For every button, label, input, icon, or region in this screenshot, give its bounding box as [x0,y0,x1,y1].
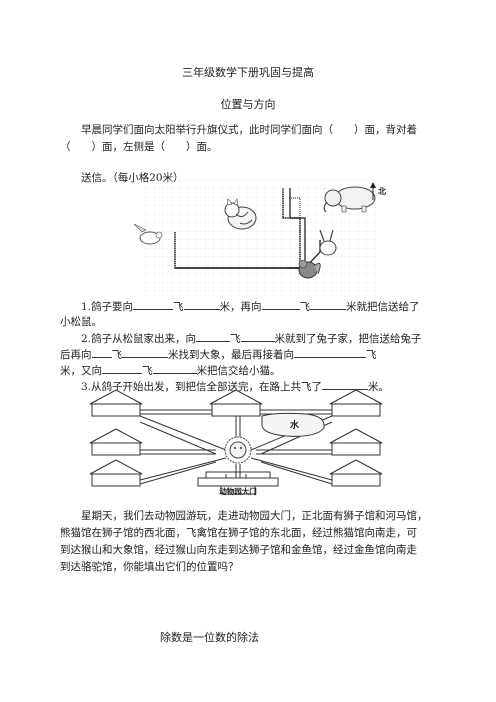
question-2-line-2: 后再向飞米找到大象，最后再接着向飞 [60,346,440,364]
intro-line-1: 早晨同学们面向太阳举行升旗仪式，此时同学们面向（ ）面，背对着 [81,124,417,136]
north-label: 北 [378,186,386,196]
question-2-line-1: 2.鸽子从松鼠家出来，向飞米就到了兔子家，把信送给兔子 [60,330,440,348]
rabbit-icon [319,229,337,256]
zoo-paragraph-line-2: 熊猫馆在狮子馆的西北面，飞禽馆在狮子馆的东北面，经过熊猫馆向南走，可 [60,527,417,539]
intro-line-2: （ ）面，左侧是（ ）面。 [60,141,218,153]
question-3-line: 3.从鸽子开始出发，到把信全部送完，在路上共飞了米。 [60,378,440,396]
section-heading-division: 除数是一位数的除法 [160,631,259,644]
north-arrow-icon [370,182,376,200]
letter-grid-map: 北 [133,180,386,298]
zoo-house-mid-right [329,428,383,456]
zoo-paragraph-line-3: 到达猴山和大象馆，经过猴山向东走到达狮子馆和金鱼馆，经过金鱼馆向南走 [60,544,417,556]
zoo-paragraph-line-4: 到达骆驼馆，你能填出它们的位置吗？ [60,561,239,573]
zoo-house-top-left [89,389,143,417]
zoo-house-top-right [329,389,383,417]
question-1-line-2: 小松鼠。 [60,316,102,328]
zoo-house-bottom-right [329,459,383,487]
zoo-gate-icon [197,471,279,495]
water-label: 水 [290,419,300,431]
pigeon-icon [133,223,163,245]
water-pond [261,412,325,437]
question-2-line-3: 米，又向飞米把信交给小猫。 [60,362,440,380]
question-1-line-1: 1.鸽子要向飞米，再向飞米就把信送给了 [60,298,440,316]
zoo-map: 水 动物园大门 [89,389,383,496]
lion-icon [224,436,252,464]
elephant-icon [323,186,376,213]
zoo-house-bottom-left [89,459,143,487]
squirrel-icon [298,259,321,279]
zoo-gate-label: 动物园大门 [219,486,257,496]
page-title: 三年级数学下册巩固与提高 [182,66,314,79]
zoo-house-mid-left [89,428,143,456]
zoo-house-top-mid [209,389,263,417]
route-path-1 [174,188,301,269]
section-heading-position: 位置与方向 [220,98,276,111]
cat-icon [224,198,257,230]
zoo-paragraph-line-1: 星期天，我们去动物园游玩，走进动物园大门，正北面有狮子馆和河马馆， [81,510,428,522]
